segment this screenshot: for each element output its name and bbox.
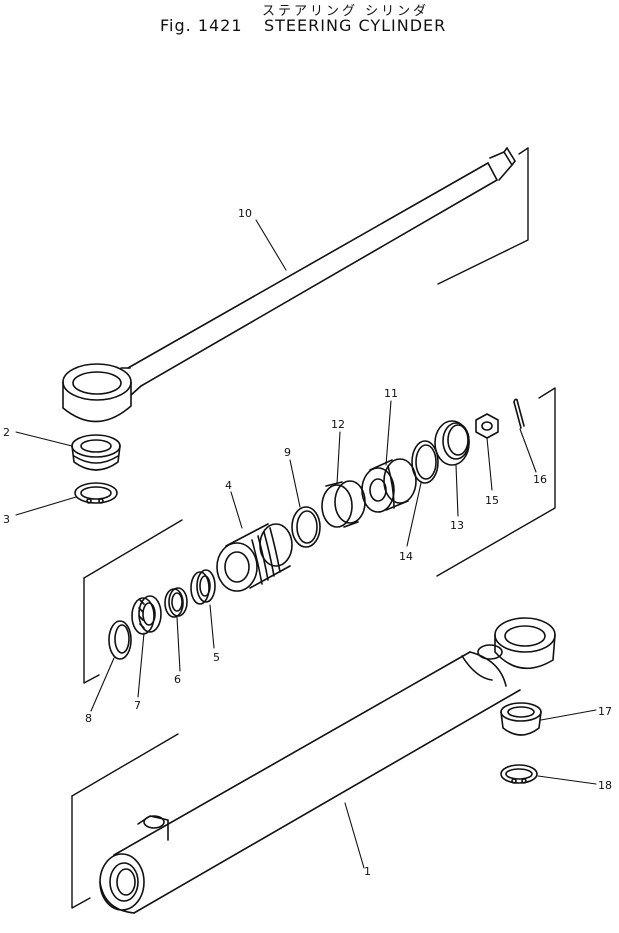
- leader-lines: [15, 219, 597, 869]
- callout-16: 16: [533, 473, 547, 486]
- callout-10: 10: [238, 207, 252, 220]
- snap-ring-8: [108, 620, 132, 660]
- cushion-11: [361, 458, 417, 513]
- callout-11: 11: [384, 387, 398, 400]
- figure-title: STEERING CYLINDER: [264, 16, 447, 35]
- ring-6: [164, 587, 188, 618]
- piston-rod: [62, 147, 516, 423]
- figure-number: Fig. 1421: [160, 16, 243, 35]
- spacer-12: [321, 480, 366, 528]
- bushing-17: [500, 702, 542, 736]
- o-ring-14: [411, 440, 439, 484]
- packing-7: [131, 595, 162, 635]
- callout-7: 7: [134, 699, 141, 712]
- o-ring-9: [291, 506, 321, 548]
- callout-17: 17: [598, 705, 612, 718]
- callout-5: 5: [213, 651, 220, 664]
- assembly-guide-lines: [71, 147, 556, 909]
- callout-3: 3: [3, 513, 10, 526]
- snap-ring-18: [500, 764, 538, 784]
- callout-4: 4: [225, 479, 232, 492]
- callout-15: 15: [485, 494, 499, 507]
- callout-8: 8: [85, 712, 92, 725]
- callout-9: 9: [284, 446, 291, 459]
- callout-14: 14: [399, 550, 413, 563]
- cotter-pin-16: [513, 398, 525, 429]
- japanese-title: ステアリング シリンダ: [262, 4, 430, 19]
- nut-15: [475, 413, 499, 439]
- callout-1: 1: [364, 865, 371, 878]
- callout-2: 2: [3, 426, 10, 439]
- callout-18: 18: [598, 779, 612, 792]
- cylinder-tube: [99, 617, 556, 914]
- wear-ring-5: [190, 569, 216, 605]
- bushing: [71, 434, 121, 471]
- callout-13: 13: [450, 519, 464, 532]
- piston: [216, 523, 293, 592]
- snap-ring: [74, 482, 118, 504]
- callout-6: 6: [174, 673, 181, 686]
- callout-12: 12: [331, 418, 345, 431]
- packing-13: [434, 420, 470, 466]
